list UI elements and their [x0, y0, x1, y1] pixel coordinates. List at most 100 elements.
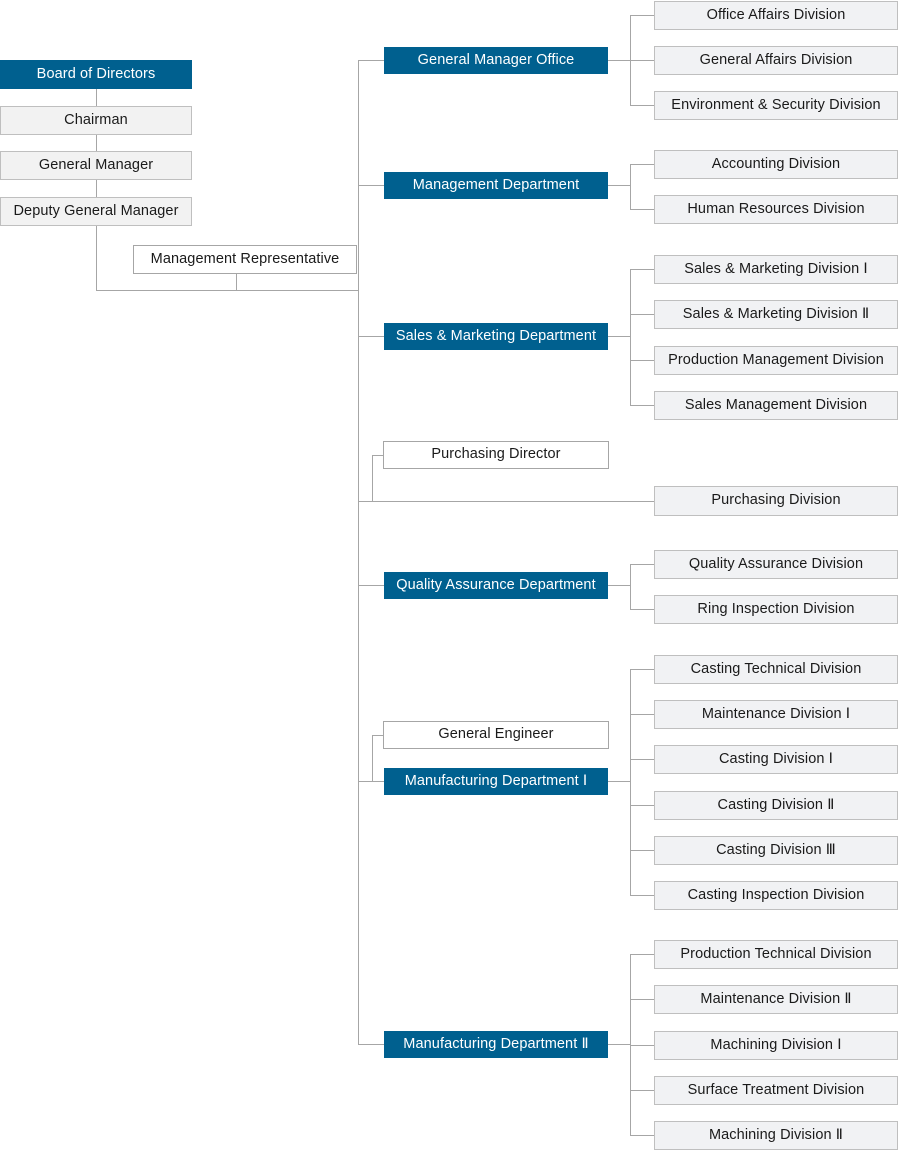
- node-accounting-division[interactable]: Accounting Division: [654, 150, 898, 179]
- node-general-manager[interactable]: General Manager: [0, 151, 192, 180]
- node-surface-treatment-division[interactable]: Surface Treatment Division: [654, 1076, 898, 1105]
- connector-branch: [630, 15, 654, 16]
- node-machining-division-1[interactable]: Machining Division Ⅰ: [654, 1031, 898, 1060]
- connector-manufacturing-1-subspine: [630, 669, 631, 895]
- node-label: Deputy General Manager: [13, 202, 179, 219]
- node-casting-division-3[interactable]: Casting Division Ⅲ: [654, 836, 898, 865]
- connector-branch: [630, 895, 654, 896]
- connector-management-representative-drop: [236, 274, 237, 291]
- node-ring-inspection-division[interactable]: Ring Inspection Division: [654, 595, 898, 624]
- connector-spine-to-manufacturing-2: [358, 1044, 384, 1045]
- node-sales-management-division[interactable]: Sales Management Division: [654, 391, 898, 420]
- connector-branch: [630, 360, 654, 361]
- connector-purchasing-division-run: [372, 501, 654, 502]
- node-casting-technical-division[interactable]: Casting Technical Division: [654, 655, 898, 684]
- node-quality-assurance-division[interactable]: Quality Assurance Division: [654, 550, 898, 579]
- connector-management-dept-out: [608, 185, 630, 186]
- node-sales-marketing-division-1[interactable]: Sales & Marketing Division Ⅰ: [654, 255, 898, 284]
- node-label: Sales & Marketing Division Ⅱ: [682, 305, 870, 322]
- node-maintenance-division-1[interactable]: Maintenance Division Ⅰ: [654, 700, 898, 729]
- node-maintenance-division-2[interactable]: Maintenance Division Ⅱ: [654, 985, 898, 1014]
- node-production-management-division[interactable]: Production Management Division: [654, 346, 898, 375]
- node-label: Maintenance Division Ⅰ: [701, 705, 851, 722]
- connector-qa-dept-out: [608, 585, 630, 586]
- node-human-resources-division[interactable]: Human Resources Division: [654, 195, 898, 224]
- node-label: Machining Division Ⅱ: [708, 1126, 844, 1143]
- node-label: Environment & Security Division: [671, 96, 881, 113]
- node-management-representative[interactable]: Management Representative: [133, 245, 357, 274]
- connector-chairman-general-manager: [96, 135, 97, 151]
- node-label: Human Resources Division: [687, 200, 865, 217]
- connector-branch: [630, 1045, 654, 1046]
- node-sales-marketing-division-2[interactable]: Sales & Marketing Division Ⅱ: [654, 300, 898, 329]
- node-board-of-directors[interactable]: Board of Directors: [0, 60, 192, 89]
- node-quality-assurance-department[interactable]: Quality Assurance Department: [384, 572, 608, 599]
- node-sales-marketing-department[interactable]: Sales & Marketing Department: [384, 323, 608, 350]
- node-production-technical-division[interactable]: Production Technical Division: [654, 940, 898, 969]
- connector-branch: [630, 954, 654, 955]
- node-management-department[interactable]: Management Department: [384, 172, 608, 199]
- connector-gm-office-out: [608, 60, 630, 61]
- node-office-affairs-division[interactable]: Office Affairs Division: [654, 1, 898, 30]
- node-label: Casting Inspection Division: [687, 886, 865, 903]
- node-label: Quality Assurance Department: [396, 576, 596, 593]
- node-chairman[interactable]: Chairman: [0, 106, 192, 135]
- connector-manufacturing-2-subspine: [630, 954, 631, 1135]
- connector-management-dept-subspine: [630, 164, 631, 210]
- node-label: Ring Inspection Division: [697, 600, 855, 617]
- connector-spine-to-management-dept: [358, 185, 384, 186]
- node-label: Quality Assurance Division: [688, 555, 864, 572]
- connector-general-manager-deputy: [96, 180, 97, 197]
- node-deputy-general-manager[interactable]: Deputy General Manager: [0, 197, 192, 226]
- connector-branch: [630, 805, 654, 806]
- node-label: Purchasing Director: [431, 446, 561, 463]
- node-environment-security-division[interactable]: Environment & Security Division: [654, 91, 898, 120]
- node-manufacturing-department-1[interactable]: Manufacturing Department Ⅰ: [384, 768, 608, 795]
- node-label: Surface Treatment Division: [687, 1081, 865, 1098]
- connector-spine-to-gm-office: [358, 60, 384, 61]
- node-casting-division-2[interactable]: Casting Division Ⅱ: [654, 791, 898, 820]
- node-purchasing-director[interactable]: Purchasing Director: [383, 441, 609, 469]
- node-label: Sales Management Division: [684, 396, 868, 413]
- node-label: General Manager: [38, 156, 154, 173]
- connector-branch: [630, 609, 654, 610]
- connector-branch: [630, 1090, 654, 1091]
- node-casting-inspection-division[interactable]: Casting Inspection Division: [654, 881, 898, 910]
- node-general-engineer[interactable]: General Engineer: [383, 721, 609, 749]
- node-general-affairs-division[interactable]: General Affairs Division: [654, 46, 898, 75]
- connector-manufacturing-1-bracket: [372, 735, 373, 781]
- node-label: Casting Technical Division: [690, 660, 862, 677]
- connector-branch: [630, 164, 654, 165]
- node-label: Sales & Marketing Department: [395, 327, 597, 344]
- node-label: Management Department: [412, 176, 580, 193]
- node-general-manager-office[interactable]: General Manager Office: [384, 47, 608, 74]
- node-label: Production Technical Division: [680, 945, 872, 962]
- connector-branch: [630, 714, 654, 715]
- node-manufacturing-department-2[interactable]: Manufacturing Department Ⅱ: [384, 1031, 608, 1058]
- node-purchasing-division[interactable]: Purchasing Division: [654, 486, 898, 516]
- connector-qa-dept-subspine: [630, 564, 631, 609]
- node-label: Purchasing Division: [711, 492, 841, 509]
- connector-manufacturing-2-out: [608, 1044, 630, 1045]
- connector-department-spine: [358, 60, 359, 1045]
- node-casting-division-1[interactable]: Casting Division Ⅰ: [654, 745, 898, 774]
- node-label: Board of Directors: [36, 65, 156, 82]
- connector-branch: [630, 850, 654, 851]
- connector-branch: [630, 209, 654, 210]
- connector-manufacturing-1-out: [608, 781, 630, 782]
- connector-general-engineer-in: [372, 735, 383, 736]
- node-machining-division-2[interactable]: Machining Division Ⅱ: [654, 1121, 898, 1150]
- connector-executive-trunk-horizontal: [96, 290, 359, 291]
- node-label: Management Representative: [150, 250, 340, 267]
- connector-spine-to-manufacturing-1: [358, 781, 372, 782]
- node-label: Office Affairs Division: [706, 6, 846, 23]
- connector-branch: [630, 105, 654, 106]
- connector-branch: [630, 60, 654, 61]
- connector-branch: [630, 669, 654, 670]
- connector-spine-to-sales-dept: [358, 336, 384, 337]
- node-label: Manufacturing Department Ⅰ: [404, 772, 588, 789]
- connector-spine-to-qa-dept: [358, 585, 384, 586]
- connector-branch: [630, 564, 654, 565]
- node-label: Casting Division Ⅲ: [716, 841, 836, 858]
